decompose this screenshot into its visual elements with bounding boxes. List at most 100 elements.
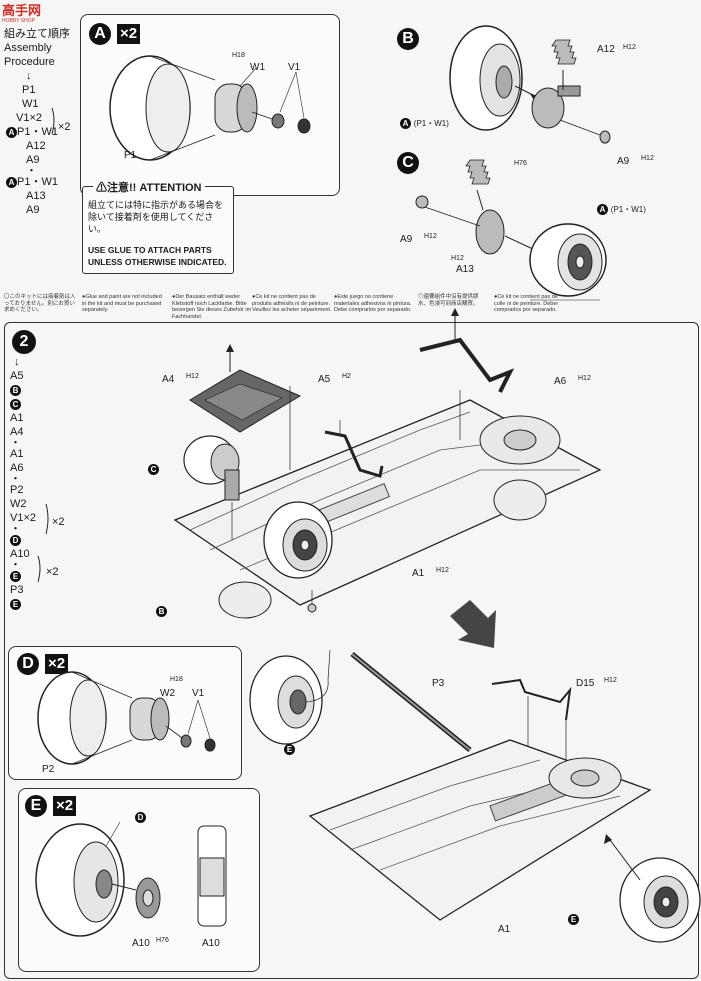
- panel-a-p1: P1: [124, 150, 137, 161]
- panel-b-a12: A12: [597, 44, 615, 55]
- seq-item: A4: [10, 426, 24, 438]
- panel-a-multiplier: ×2: [117, 24, 141, 44]
- seq-item: A12: [26, 140, 46, 152]
- seq-item: A1: [10, 448, 24, 460]
- panel-b-ref: A (P1・W1): [400, 118, 449, 129]
- panel-b-a9: A9: [617, 156, 630, 167]
- step2-b-ref: B: [156, 606, 167, 617]
- seq-badge-b: B: [10, 384, 21, 396]
- attention-title: ⚠注意!! ATTENTION: [93, 179, 205, 195]
- panel-b-ref-text: (P1・W1): [413, 119, 449, 129]
- attention-en2: UNLESS OTHERWISE INDICATED.: [88, 257, 227, 267]
- seq-item: P2: [10, 484, 24, 496]
- step2-seq-mult-2: ×2: [46, 566, 59, 578]
- panel-e-letter: E: [25, 795, 47, 817]
- step2-seq-mult-1: ×2: [52, 516, 65, 528]
- panel-e-h76: H76: [156, 937, 169, 944]
- note-en: ●Glue and paint are not included in the …: [82, 294, 162, 313]
- seq-badge-d: D: [10, 534, 21, 546]
- panel-c-ref: A (P1・W1): [597, 204, 646, 215]
- lower-a1: A1: [498, 924, 511, 935]
- step2-c-ref: C: [148, 464, 159, 475]
- seq-title-ja: 組み立て順序: [4, 28, 70, 40]
- seq-badge-e: E: [10, 570, 21, 582]
- panel-c-h76: H76: [514, 160, 527, 167]
- seq-item: V1×2: [10, 512, 36, 524]
- panel-d-multiplier: ×2: [45, 654, 69, 674]
- panel-c-ref-badge: A: [597, 204, 608, 215]
- panel-c-ref-text: (P1・W1): [610, 205, 646, 215]
- seq-item: D: [10, 534, 72, 548]
- seq-dot: ・: [10, 437, 21, 449]
- seq-badge-a: A: [6, 126, 17, 138]
- lower-e1-ref: E: [284, 744, 295, 755]
- seq-item: B: [10, 384, 72, 398]
- seq-item: A10: [10, 548, 30, 560]
- panel-a-w1: W1: [250, 62, 265, 73]
- lower-e2-ref: E: [568, 914, 579, 925]
- lower-d15: D15: [576, 678, 595, 689]
- seq-arrow-icon: ↓: [14, 356, 20, 368]
- panel-a-v1: V1: [288, 62, 301, 73]
- seq-item: W1: [22, 98, 39, 110]
- step2-a1: A1: [412, 568, 425, 579]
- seq-item: E: [10, 598, 72, 612]
- panel-b-h12: H12: [623, 44, 636, 51]
- step2-a6: A6: [554, 376, 567, 387]
- step2-sequence: ↓ A5 B C A1 A4 ・ A1 A6 ・ P2 W2 V1×2 ・ D …: [10, 356, 72, 612]
- seq-item: W2: [10, 498, 27, 510]
- seq-item: P1: [22, 84, 36, 96]
- seq-dot: ・: [26, 165, 37, 177]
- panel-e-d-ref: D: [135, 812, 146, 823]
- panel-e-a10a: A10: [132, 938, 150, 949]
- watermark-logo: 高手网 HOBBY SHOP: [2, 0, 72, 24]
- watermark-logo-text: 高手网: [2, 4, 42, 19]
- step2-c-badge: C: [148, 464, 159, 475]
- step2-number: 2: [12, 330, 36, 354]
- seq-badge-a: A: [6, 176, 17, 188]
- panel-e-a10b: A10: [202, 938, 220, 949]
- seq-item: E: [10, 570, 72, 584]
- note-de: ●Der Bausatz enthält weder Klebstoff noc…: [172, 294, 252, 320]
- step1-sequence: 組み立て順序 Assembly Procedure ↓ P1 W1 V1×2 A…: [4, 28, 76, 218]
- panel-d-w2: W2: [160, 688, 175, 699]
- step2-b-badge: B: [156, 606, 167, 617]
- seq-item: C: [10, 398, 72, 412]
- step-divider: [4, 322, 699, 979]
- panel-d-letter: D: [17, 653, 39, 675]
- panel-a-h18: H18: [232, 52, 245, 59]
- seq-dot: ・: [10, 523, 21, 535]
- seq-dot: ・: [10, 559, 21, 571]
- seq-item: A13: [26, 190, 46, 202]
- seq-badge-c: C: [10, 398, 21, 410]
- step2-a5-h2: H2: [342, 373, 351, 380]
- seq-item: A5: [10, 370, 24, 382]
- seq-title-en2: Procedure: [4, 56, 55, 68]
- step2-a4-h12: H12: [186, 373, 199, 380]
- attention-box: ⚠注意!! ATTENTION 組立てには特に指示がある場合を除いて接着剤を使用…: [82, 179, 234, 274]
- seq-dot: ・: [10, 473, 21, 485]
- attention-en1: USE GLUE TO ATTACH PARTS: [88, 245, 212, 255]
- step2-a4: A4: [162, 374, 175, 385]
- panel-a-letter: A: [89, 23, 111, 45]
- panel-e-d-badge: D: [135, 812, 146, 823]
- panel-c-h12: H12: [451, 255, 464, 262]
- step2-a5: A5: [318, 374, 331, 385]
- seq-item: A9: [26, 204, 40, 216]
- seq-badge-e: E: [10, 598, 21, 610]
- panel-d-h18: H18: [170, 676, 183, 683]
- panel-c-a13: A13: [456, 264, 474, 275]
- panel-e-multiplier: ×2: [53, 796, 77, 816]
- lower-e2-badge: E: [568, 914, 579, 925]
- note-es: ●Este juego no contiene materiales adhes…: [334, 294, 412, 313]
- panel-b-letter: B: [397, 28, 419, 50]
- seq-multiplier: ×2: [58, 121, 71, 133]
